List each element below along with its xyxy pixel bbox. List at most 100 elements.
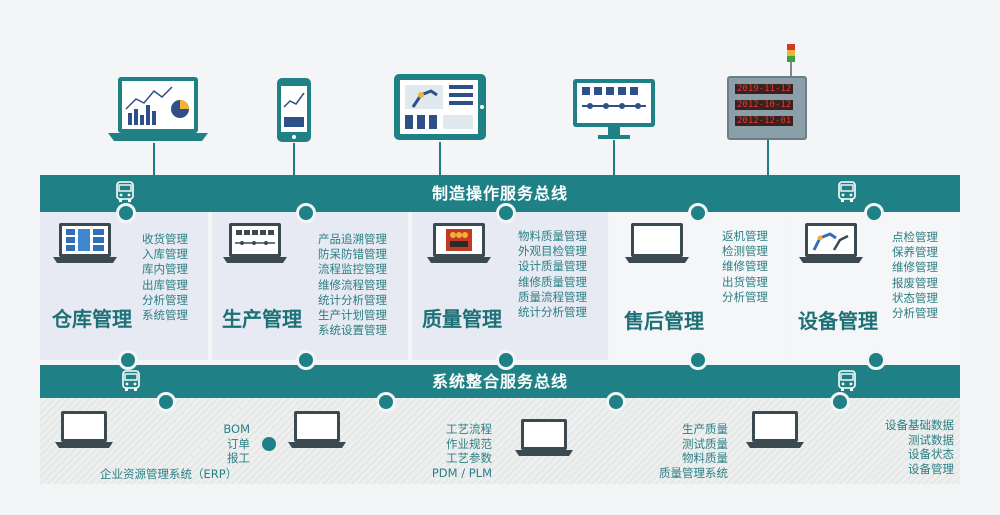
laptop-signal-icon — [427, 223, 491, 263]
list-item: 设备基础数据 — [885, 418, 954, 432]
module-items: 点检管理 保养管理 维修管理 报废管理 状态管理 分析管理 — [892, 230, 938, 321]
list-item: 维修管理 — [892, 260, 938, 275]
laptop-chart-icon — [108, 77, 208, 141]
list-item: 出库管理 — [142, 277, 188, 292]
module-title: 生产管理 — [222, 307, 302, 331]
laptop-icon — [55, 411, 113, 448]
connector-node — [866, 350, 886, 370]
connector-node — [116, 203, 136, 223]
phone-chart-icon — [277, 78, 311, 142]
list-item: 订单 — [227, 436, 250, 451]
connector-node — [496, 350, 516, 370]
laptop-icon — [288, 411, 346, 448]
connector-node — [496, 203, 516, 223]
eam-items: 设备基础数据 测试数据 设备状态 设备管理 — [866, 418, 954, 476]
module-items: 返机管理 检测管理 维修管理 出货管理 分析管理 — [722, 229, 768, 305]
module-title: 售后管理 — [624, 309, 704, 333]
list-item: 收货管理 — [142, 232, 188, 246]
connector-node — [296, 203, 316, 223]
list-item: 作业规范 — [446, 436, 492, 451]
external-systems-area — [40, 398, 960, 484]
plm-items: 工艺流程 作业规范 工艺参数 PDM / PLM — [410, 422, 492, 480]
display-row: 2012-10-12 — [735, 100, 794, 110]
connector-node — [688, 203, 708, 223]
laptop-icon — [746, 411, 804, 448]
list-item: 分析管理 — [892, 306, 938, 321]
list-item: PDM / PLM — [431, 465, 492, 480]
list-item: 设计质量管理 — [518, 259, 587, 274]
module-title: 质量管理 — [422, 307, 502, 331]
bus-icon — [838, 181, 856, 202]
list-item: 外观目检管理 — [518, 244, 587, 259]
bus-title: 系统整合服务总线 — [431, 372, 568, 391]
connector-line — [439, 142, 441, 175]
laptop-list-icon — [53, 223, 117, 263]
list-item: 库内管理 — [142, 262, 188, 277]
module-items: 收货管理 入库管理 库内管理 出库管理 分析管理 系统管理 — [142, 232, 188, 323]
module-title: 仓库管理 — [52, 307, 132, 331]
qms-items: 生产质量 测试质量 物料质量 质量管理系统 — [640, 422, 728, 480]
andon-display-icon: 2019-11-12 2012-10-12 2012-12-01 — [727, 44, 807, 140]
list-item: 统计分析管理 — [518, 305, 587, 320]
display-row: 2019-11-12 — [735, 84, 794, 94]
connector-line — [613, 140, 615, 175]
module-items: 物料质量管理 外观目检管理 设计质量管理 维修质量管理 质量流程管理 统计分析管… — [518, 229, 587, 320]
connector-node — [118, 350, 138, 370]
list-item: 检测管理 — [722, 244, 768, 259]
connector-line — [293, 143, 295, 175]
erp-items: BOM 订单 报工 — [210, 422, 250, 466]
list-item: 入库管理 — [142, 247, 188, 262]
laptop-blank-icon — [625, 223, 689, 263]
bus-icon — [838, 370, 856, 391]
list-item: 生产计划管理 — [318, 308, 387, 323]
list-item: 流程监控管理 — [318, 262, 387, 277]
module-items: 产品追溯管理 防呆防错管理 流程监控管理 维修流程管理 统计分析管理 生产计划管… — [318, 232, 387, 338]
list-item: 分析管理 — [142, 292, 188, 307]
list-item: 质量管理系统 — [659, 465, 728, 480]
connector-node — [864, 203, 884, 223]
monitor-flow-icon — [573, 79, 655, 139]
list-item: 测试数据 — [908, 432, 954, 447]
integration-service-bus: 系统整合服务总线 — [40, 365, 960, 398]
list-item: 测试质量 — [682, 436, 728, 451]
display-row: 2012-12-01 — [735, 116, 794, 126]
list-item: 统计分析管理 — [318, 292, 387, 307]
list-item: 生产质量 — [682, 422, 728, 436]
list-item: BOM — [223, 422, 250, 436]
connector-node — [830, 392, 850, 412]
list-item: 维修质量管理 — [518, 274, 587, 289]
list-item: 质量流程管理 — [518, 289, 587, 304]
list-item: 分析管理 — [722, 289, 768, 304]
list-item: 物料质量管理 — [518, 229, 587, 243]
connector-line — [767, 140, 769, 175]
connector-line — [153, 143, 155, 175]
connector-node — [156, 392, 176, 412]
connector-node — [262, 437, 276, 451]
list-item: 出货管理 — [722, 274, 768, 289]
list-item: 系统设置管理 — [318, 323, 387, 338]
bus-title: 制造操作服务总线 — [431, 184, 568, 203]
list-item: 报废管理 — [892, 275, 938, 290]
list-item: 维修管理 — [722, 259, 768, 274]
list-item: 防呆防错管理 — [318, 247, 387, 262]
laptop-icon — [515, 419, 573, 456]
bus-icon — [116, 181, 134, 202]
module-title: 设备管理 — [798, 309, 878, 333]
list-item: 维修流程管理 — [318, 277, 387, 292]
laptop-robot-icon — [799, 223, 863, 263]
list-item: 状态管理 — [892, 290, 938, 305]
connector-node — [606, 392, 626, 412]
laptop-flow-icon — [223, 223, 287, 263]
list-item: 保养管理 — [892, 245, 938, 260]
bus-icon — [122, 370, 140, 391]
list-item: 工艺参数 — [446, 451, 492, 465]
erp-caption: 企业资源管理系统（ERP） — [100, 467, 238, 481]
connector-node — [688, 350, 708, 370]
connector-node — [296, 350, 316, 370]
list-item: 物料质量 — [682, 451, 728, 465]
connector-node — [376, 392, 396, 412]
list-item: 工艺流程 — [446, 422, 492, 436]
list-item: 设备管理 — [908, 461, 954, 476]
list-item: 设备状态 — [908, 447, 954, 461]
list-item: 报工 — [227, 451, 250, 465]
